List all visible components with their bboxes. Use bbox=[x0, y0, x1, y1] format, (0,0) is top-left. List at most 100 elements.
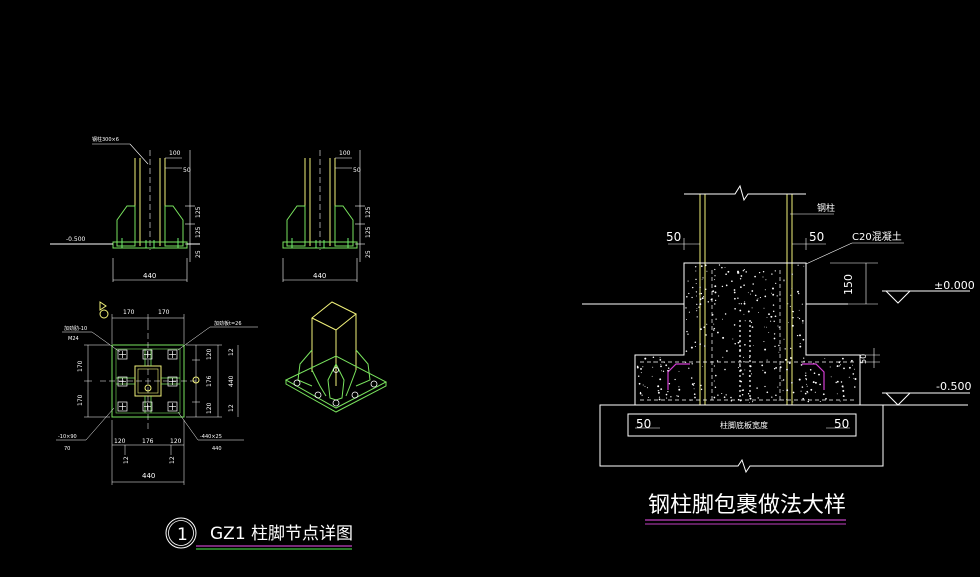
hatch-dot bbox=[819, 400, 821, 403]
plan-dim-right-4: 12 bbox=[228, 348, 235, 356]
hatch-dot bbox=[749, 401, 751, 403]
hatch-dot bbox=[768, 331, 770, 333]
hatch-dot bbox=[737, 398, 740, 401]
hatch-dot bbox=[644, 385, 646, 387]
hatch-dot bbox=[779, 366, 782, 369]
hatch-dot bbox=[764, 326, 766, 328]
hatch-dot bbox=[754, 275, 756, 278]
hatch-dot bbox=[752, 283, 754, 285]
hatch-dot bbox=[822, 393, 825, 396]
hatch-dot bbox=[797, 316, 799, 318]
hatch-dot bbox=[666, 397, 668, 399]
right-title-text: 钢柱脚包裹做法大样 bbox=[648, 493, 846, 518]
plan-dim-bot-2: 176 bbox=[142, 438, 154, 445]
hatch-dot bbox=[775, 367, 777, 369]
hatch-dot bbox=[701, 366, 703, 367]
elev1-leader-label: 钢柱300×6 bbox=[92, 136, 119, 143]
hatch-dot bbox=[700, 292, 702, 295]
hatch-dot bbox=[766, 359, 768, 361]
hatch-dot bbox=[693, 388, 695, 390]
hatch-dot bbox=[842, 389, 845, 392]
plan-dim-right-6: 12 bbox=[228, 404, 235, 412]
hatch-dot bbox=[803, 265, 805, 267]
hatch-dot bbox=[651, 375, 653, 377]
hatch-dot bbox=[688, 311, 690, 313]
hatch-dot bbox=[695, 291, 698, 293]
hatch-dot bbox=[733, 291, 736, 294]
hatch-dot bbox=[722, 336, 725, 339]
hatch-dot bbox=[745, 271, 747, 273]
hatch-dot bbox=[773, 337, 776, 340]
hatch-dot bbox=[695, 270, 697, 272]
hatch-dot bbox=[781, 380, 783, 382]
isometric-view bbox=[284, 301, 388, 413]
hatch-dot bbox=[836, 365, 839, 368]
plan-dim-top-1: 170 bbox=[123, 309, 135, 316]
hatch-dot bbox=[696, 316, 698, 318]
hatch-dot bbox=[775, 282, 777, 285]
plan-note-bottom-right2: 440 bbox=[212, 446, 222, 452]
hatch-dot bbox=[737, 297, 739, 299]
hatch-dot bbox=[715, 318, 717, 320]
hatch-dot bbox=[778, 344, 780, 347]
hatch-dot bbox=[798, 378, 801, 381]
hatch-dot bbox=[705, 334, 707, 336]
hatch-dot bbox=[854, 386, 856, 388]
hatch-dot bbox=[657, 391, 660, 394]
hatch-dot bbox=[853, 368, 855, 370]
hatch-dot bbox=[644, 357, 647, 360]
hatch-dot bbox=[776, 295, 778, 297]
hatch-dot bbox=[843, 367, 845, 370]
hatch-dot bbox=[771, 273, 773, 275]
hatch-dot bbox=[725, 284, 728, 287]
hatch-dot bbox=[800, 364, 803, 366]
hatch-dot bbox=[765, 279, 767, 281]
hatch-dot bbox=[836, 380, 839, 383]
hatch-dot bbox=[740, 286, 742, 288]
hatch-dot bbox=[804, 392, 807, 395]
hatch-dot bbox=[797, 290, 799, 293]
hatch-dot bbox=[762, 369, 764, 371]
hatch-dot bbox=[685, 361, 687, 364]
hatch-dot bbox=[714, 299, 717, 302]
plan-dim-top-2: 170 bbox=[158, 309, 170, 316]
hatch-dot bbox=[712, 290, 714, 293]
hatch-dot bbox=[787, 303, 789, 305]
hatch-dot bbox=[798, 292, 800, 295]
elev2-dim-125b: 125 bbox=[365, 226, 372, 238]
hatch-dot bbox=[677, 395, 679, 398]
dim-150: 150 bbox=[842, 274, 855, 295]
hatch-dot bbox=[659, 359, 662, 361]
plan-dim-bot-3: 120 bbox=[170, 438, 182, 445]
hatch-dot bbox=[704, 345, 706, 347]
elevation-view-1 bbox=[50, 143, 200, 282]
hatch-dot bbox=[726, 350, 728, 352]
hatch-dot bbox=[744, 369, 746, 371]
encasement-section bbox=[582, 184, 970, 474]
hatch-dot bbox=[693, 382, 695, 385]
hatch-dot bbox=[733, 324, 736, 326]
plan-note-top-right: 加劲板t=26 bbox=[214, 320, 242, 327]
hatch-dot bbox=[667, 367, 670, 369]
label-base-plate: 柱脚底板宽度 bbox=[720, 420, 768, 430]
hatch-dot bbox=[730, 400, 733, 402]
elev1-dim-25: 25 bbox=[195, 250, 202, 258]
hatch-dot bbox=[766, 391, 769, 394]
right-title-block: 钢柱脚包裹做法大样 bbox=[645, 493, 846, 525]
elevation-zero: ±0.000 bbox=[934, 279, 975, 292]
hatch-dot bbox=[792, 401, 794, 403]
hatch-dot bbox=[772, 310, 775, 313]
hatch-dot bbox=[642, 384, 644, 386]
hatch-dot bbox=[799, 334, 801, 337]
hatch-dot bbox=[739, 349, 742, 352]
hatch-dot bbox=[727, 270, 730, 273]
hatch-dot bbox=[695, 278, 697, 281]
hatch-dot bbox=[739, 278, 742, 280]
hatch-dot bbox=[829, 366, 831, 368]
hatch-dot bbox=[695, 283, 697, 284]
elevation-neg: -0.500 bbox=[936, 380, 971, 393]
hatch-dot bbox=[830, 376, 832, 378]
hatch-dot bbox=[724, 266, 726, 268]
left-title-block: 1 GZ1 柱脚节点详图 bbox=[165, 517, 353, 550]
hatch-dot bbox=[691, 363, 693, 365]
